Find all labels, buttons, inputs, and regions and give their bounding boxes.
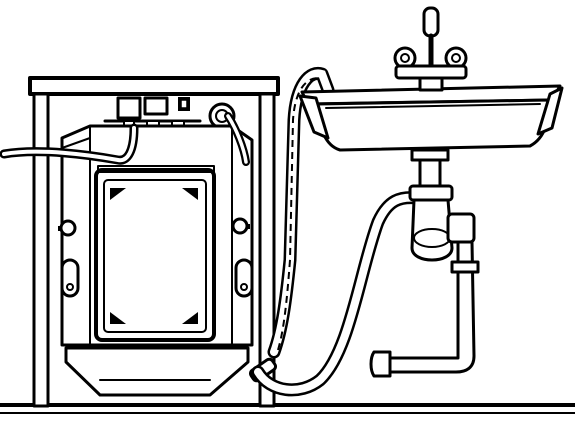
siphon	[369, 148, 480, 378]
sink	[298, 84, 564, 152]
left-fittings	[58, 219, 80, 298]
right-fittings	[231, 217, 254, 298]
washing-machine	[28, 76, 280, 408]
inlet-hose	[0, 123, 139, 165]
internal-drain-hose	[224, 112, 250, 166]
drain-hose-to-siphon	[251, 191, 425, 397]
machine-top-plate	[28, 76, 280, 96]
drain-pump-funnel	[64, 346, 250, 397]
drain-hose	[267, 66, 335, 359]
floor	[0, 403, 575, 414]
mixer-tap	[393, 6, 468, 92]
drum-window	[94, 165, 216, 342]
machine-left-wall	[32, 92, 50, 408]
machine-right-wall	[258, 92, 276, 408]
